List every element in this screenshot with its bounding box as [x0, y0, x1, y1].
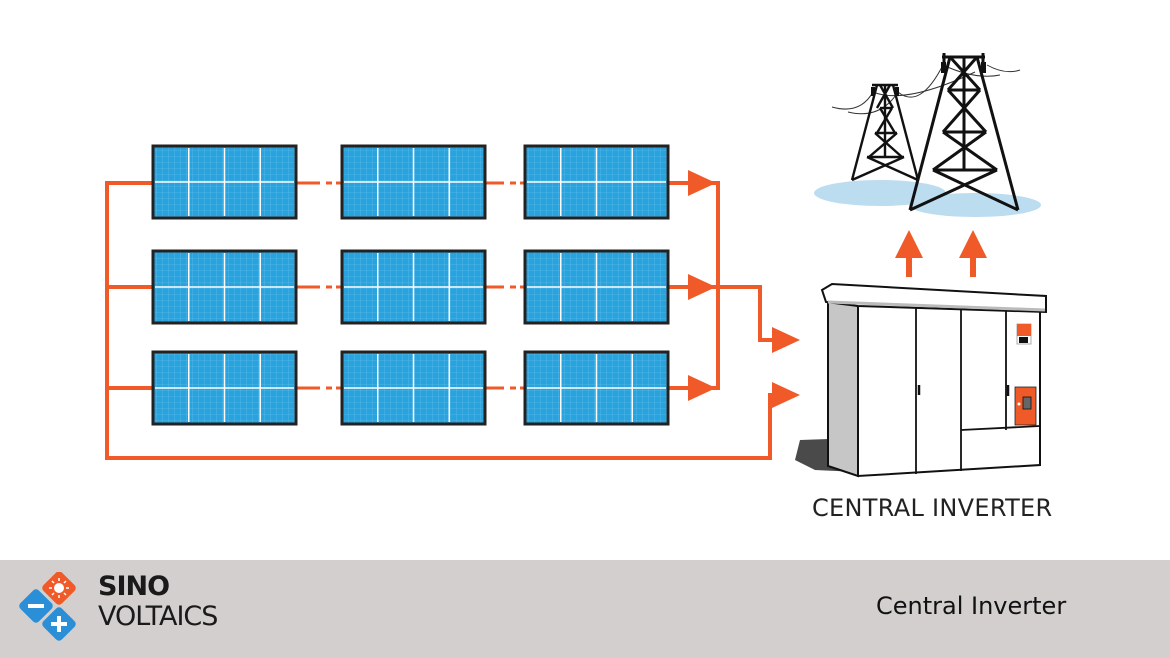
transmission-tower-small — [850, 83, 920, 182]
solar-panel — [523, 350, 670, 426]
inverter-label: CENTRAL INVERTER — [812, 494, 1053, 522]
arrow-right-icon — [688, 375, 716, 401]
panel-connectors — [296, 181, 525, 390]
brand-logo: SINO VOLTAICS — [18, 572, 258, 644]
flow-arrows — [688, 170, 987, 408]
solar-panel — [340, 249, 487, 325]
ground-shadow — [909, 193, 1041, 217]
arrow-up-icon — [895, 230, 923, 277]
panel-string-2 — [151, 249, 670, 325]
brand-name-line2: VOLTAICS — [98, 601, 218, 632]
brand-name-line1: SINO — [98, 571, 170, 602]
panel-string-3 — [151, 350, 670, 426]
combiner-to-inverter-wire — [718, 285, 780, 342]
inverter-front — [857, 305, 1041, 478]
central-inverter — [795, 282, 1047, 478]
left-bus-wire — [105, 181, 780, 460]
solar-array — [151, 144, 670, 426]
solar-panel — [151, 144, 298, 220]
solar-panel — [340, 350, 487, 426]
solar-panel — [151, 249, 298, 325]
door-divider — [960, 425, 1041, 431]
plus-icon — [42, 607, 76, 641]
minus-icon — [19, 589, 53, 623]
footer-bar — [0, 560, 1170, 658]
arrow-right-icon — [772, 382, 800, 408]
solar-panel — [523, 249, 670, 325]
arrow-right-icon — [688, 170, 716, 196]
power-grid — [814, 53, 1041, 217]
panel-string-1 — [151, 144, 670, 220]
inverter-side — [827, 298, 859, 478]
arrow-right-icon — [772, 327, 800, 353]
solar-panel — [340, 144, 487, 220]
arrow-right-icon — [688, 274, 716, 300]
solar-panel — [523, 144, 670, 220]
transmission-tower-large — [908, 53, 1020, 212]
central-inverter-diagram — [105, 53, 1047, 478]
arrow-up-icon — [959, 230, 987, 277]
solar-panel — [151, 350, 298, 426]
sun-icon — [42, 572, 76, 605]
footer-title: Central Inverter — [876, 592, 1067, 620]
